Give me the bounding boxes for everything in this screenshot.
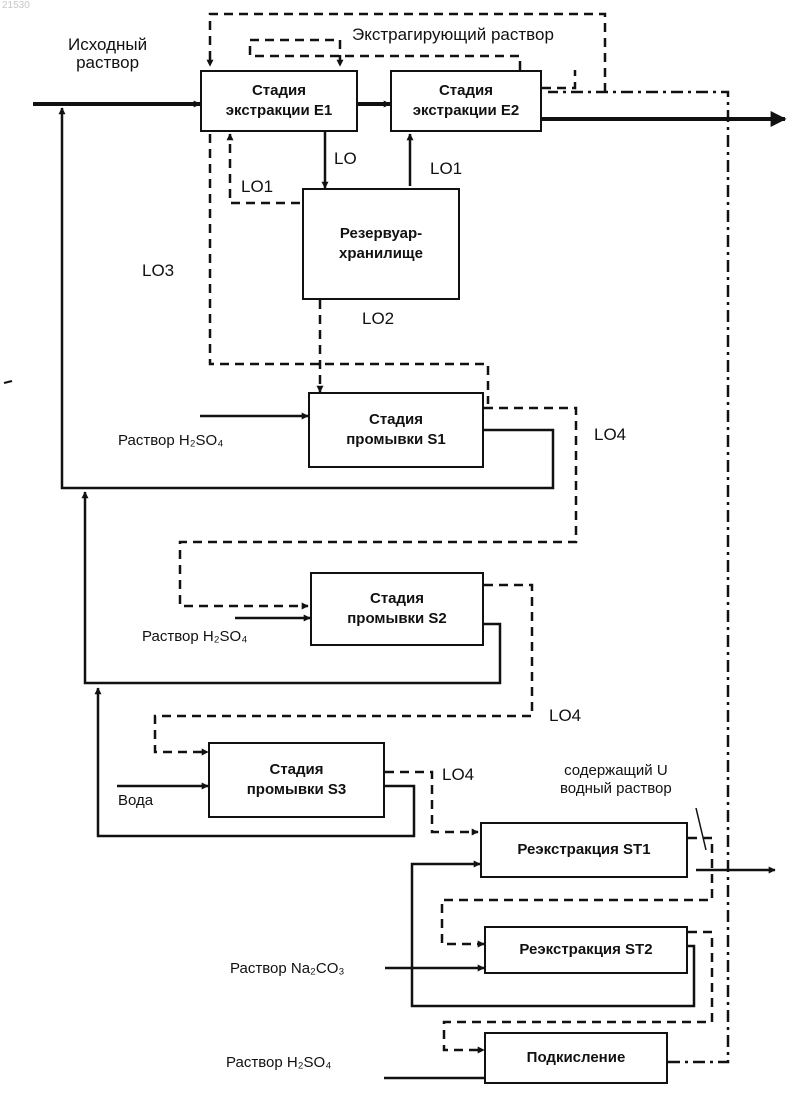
extraction-e2-box: Стадия экстракции E2	[390, 70, 542, 132]
wash-s1-box: Стадия промывки S1	[308, 392, 484, 468]
e2-to-extractant-line	[542, 70, 575, 88]
stripping-st1-box: Реэкстракция ST1	[480, 822, 688, 878]
acidification-box: Подкисление	[484, 1032, 668, 1084]
lo4-label-s1: LO4	[594, 426, 626, 444]
h2so4-s1-label: Раствор H₂SO₄	[118, 432, 223, 450]
lo-label: LO	[334, 150, 357, 168]
h2so4-acid-label: Раствор H₂SO₄	[226, 1054, 331, 1072]
extractant-inner-loop	[250, 40, 520, 70]
wash-s2-box: Стадия промывки S2	[310, 572, 484, 646]
lo4-label-s2: LO4	[549, 707, 581, 725]
lo1-right-label: LO1	[430, 160, 462, 178]
u-solution-label: содержащий U водный раствор	[560, 762, 672, 798]
lo1-left-label: LO1	[241, 178, 273, 196]
water-label: Вода	[118, 792, 153, 810]
lo2-label: LO2	[362, 310, 394, 328]
lo4-label-s3: LO4	[442, 766, 474, 784]
extractant-label: Экстрагирующий раствор	[352, 26, 554, 44]
stripping-st2-box: Реэкстракция ST2	[484, 926, 688, 974]
na2co3-label: Раствор Na₂CO₃	[230, 960, 344, 978]
lo3-label: LO3	[142, 262, 174, 280]
acid-return-line	[548, 92, 728, 1062]
reservoir-box: Резервуар- хранилище	[302, 188, 460, 300]
feed-solution-label: Исходный раствор	[68, 36, 147, 72]
u-solution-leader	[696, 808, 706, 850]
h2so4-s2-label: Раствор H₂SO₄	[142, 628, 247, 646]
extraction-e1-box: Стадия экстракции E1	[200, 70, 358, 132]
margin-mark	[4, 381, 12, 383]
wash-s3-box: Стадия промывки S3	[208, 742, 385, 818]
